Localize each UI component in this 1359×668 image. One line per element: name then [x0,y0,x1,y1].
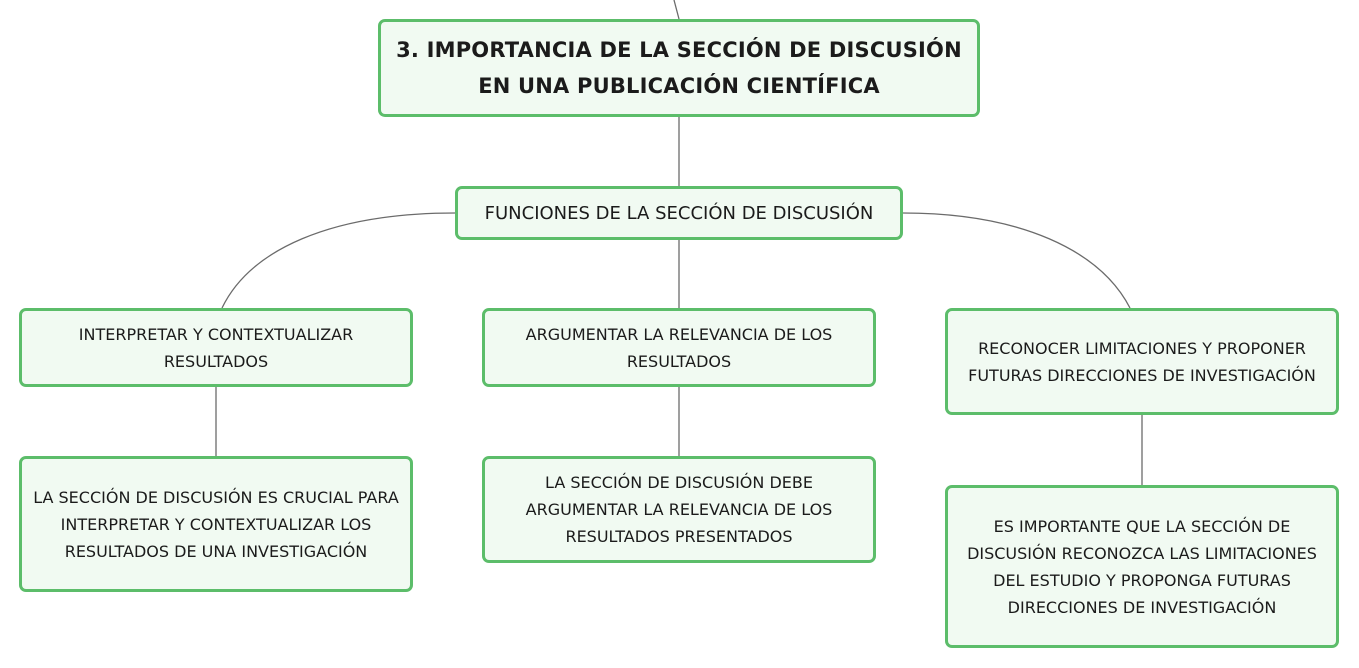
root-topic-label: 3. IMPORTANCIA DE LA SECCIÓN DE DISCUSIÓ… [396,38,962,98]
branch-node-argumentar[interactable]: ARGUMENTAR LA RELEVANCIA DE LOS RESULTAD… [482,308,876,387]
detail-label: ES IMPORTANTE QUE LA SECCIÓN DE DISCUSIÓ… [967,516,1317,617]
branch-label: INTERPRETAR Y CONTEXTUALIZAR RESULTADOS [78,324,354,371]
detail-node-reconocer[interactable]: ES IMPORTANTE QUE LA SECCIÓN DE DISCUSIÓ… [945,485,1339,648]
branch-node-reconocer[interactable]: RECONOCER LIMITACIONES Y PROPONER FUTURA… [945,308,1339,415]
branch-label: ARGUMENTAR LA RELEVANCIA DE LOS RESULTAD… [525,324,833,371]
branch-node-interpretar[interactable]: INTERPRETAR Y CONTEXTUALIZAR RESULTADOS [19,308,413,387]
detail-node-argumentar[interactable]: LA SECCIÓN DE DISCUSIÓN DEBE ARGUMENTAR … [482,456,876,563]
detail-label: LA SECCIÓN DE DISCUSIÓN DEBE ARGUMENTAR … [525,473,833,546]
detail-label: LA SECCIÓN DE DISCUSIÓN ES CRUCIAL PARA … [33,487,399,561]
detail-node-interpretar[interactable]: LA SECCIÓN DE DISCUSIÓN ES CRUCIAL PARA … [19,456,413,592]
functions-topic-label: FUNCIONES DE LA SECCIÓN DE DISCUSIÓN [484,202,874,224]
functions-topic-node[interactable]: FUNCIONES DE LA SECCIÓN DE DISCUSIÓN [455,186,903,240]
connector-parent-to-root [673,0,680,20]
connector-functions-to-branch-3 [902,212,1131,309]
branch-label: RECONOCER LIMITACIONES Y PROPONER FUTURA… [968,338,1316,385]
connector-functions-to-branch-1 [221,212,456,309]
root-topic-node[interactable]: 3. IMPORTANCIA DE LA SECCIÓN DE DISCUSIÓ… [378,19,980,117]
